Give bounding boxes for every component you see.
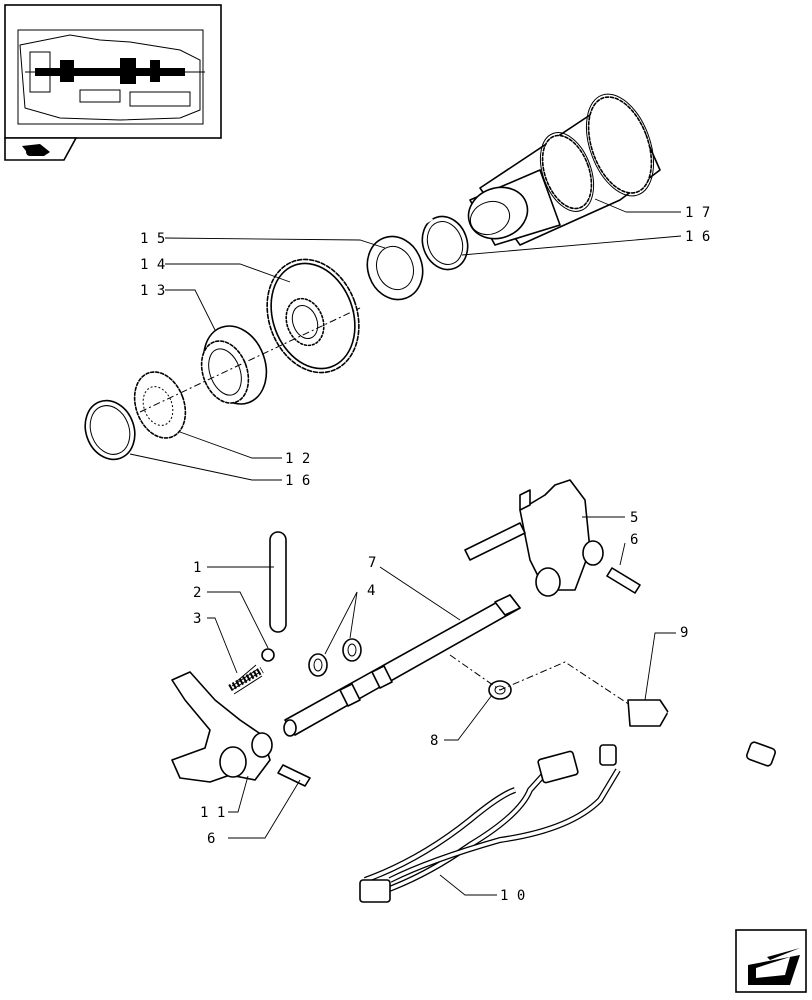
part-13-sleeve	[200, 325, 268, 405]
part-7-shift-rail	[283, 594, 521, 737]
part-16-snap-ring-upper	[421, 215, 469, 271]
callout-9: 9	[680, 625, 688, 641]
part-2-ball	[261, 648, 275, 662]
part-3-spring	[228, 664, 264, 695]
callout-13: 1 3	[140, 283, 165, 299]
part-4-clips	[308, 638, 362, 677]
callout-5: 5	[630, 510, 638, 526]
transmission-section-thumbnail[interactable]	[4, 4, 222, 139]
part-11-shift-fork	[171, 671, 273, 783]
callout-16-upper: 1 6	[685, 229, 710, 245]
callout-16-lower: 1 6	[285, 473, 310, 489]
part-14-gear	[266, 258, 360, 374]
callout-15: 1 5	[140, 231, 165, 247]
leader-lines	[129, 198, 682, 896]
callout-4: 4	[367, 583, 375, 599]
callout-11: 1 1	[200, 805, 225, 821]
callout-2: 2	[193, 585, 201, 601]
next-page-arrow-icon[interactable]	[735, 929, 807, 993]
part-6-roll-pin-lower	[277, 764, 311, 787]
part-15-washer	[366, 235, 424, 301]
callout-14: 1 4	[140, 257, 165, 273]
part-9-sensor	[627, 699, 776, 767]
part-12-hub	[133, 371, 187, 439]
part-10-wiring-harness	[359, 744, 621, 903]
part-16-snap-ring-lower	[84, 399, 136, 461]
callout-10: 1 0	[500, 888, 525, 904]
callout-12: 1 2	[285, 451, 310, 467]
callout-6-lower: 6	[207, 831, 215, 847]
callout-8: 8	[430, 733, 438, 749]
part-6-roll-pin-upper	[606, 567, 641, 594]
part-17-gear-shaft	[467, 93, 661, 246]
tractor-tab-icon[interactable]	[4, 137, 78, 161]
callout-17: 1 7	[685, 205, 710, 221]
callout-7: 7	[368, 555, 376, 571]
callout-6-upper: 6	[630, 532, 638, 548]
part-5-shift-fork	[464, 479, 604, 597]
part-1-pin	[269, 531, 287, 633]
callout-3: 3	[193, 611, 201, 627]
callout-1: 1	[193, 560, 201, 576]
